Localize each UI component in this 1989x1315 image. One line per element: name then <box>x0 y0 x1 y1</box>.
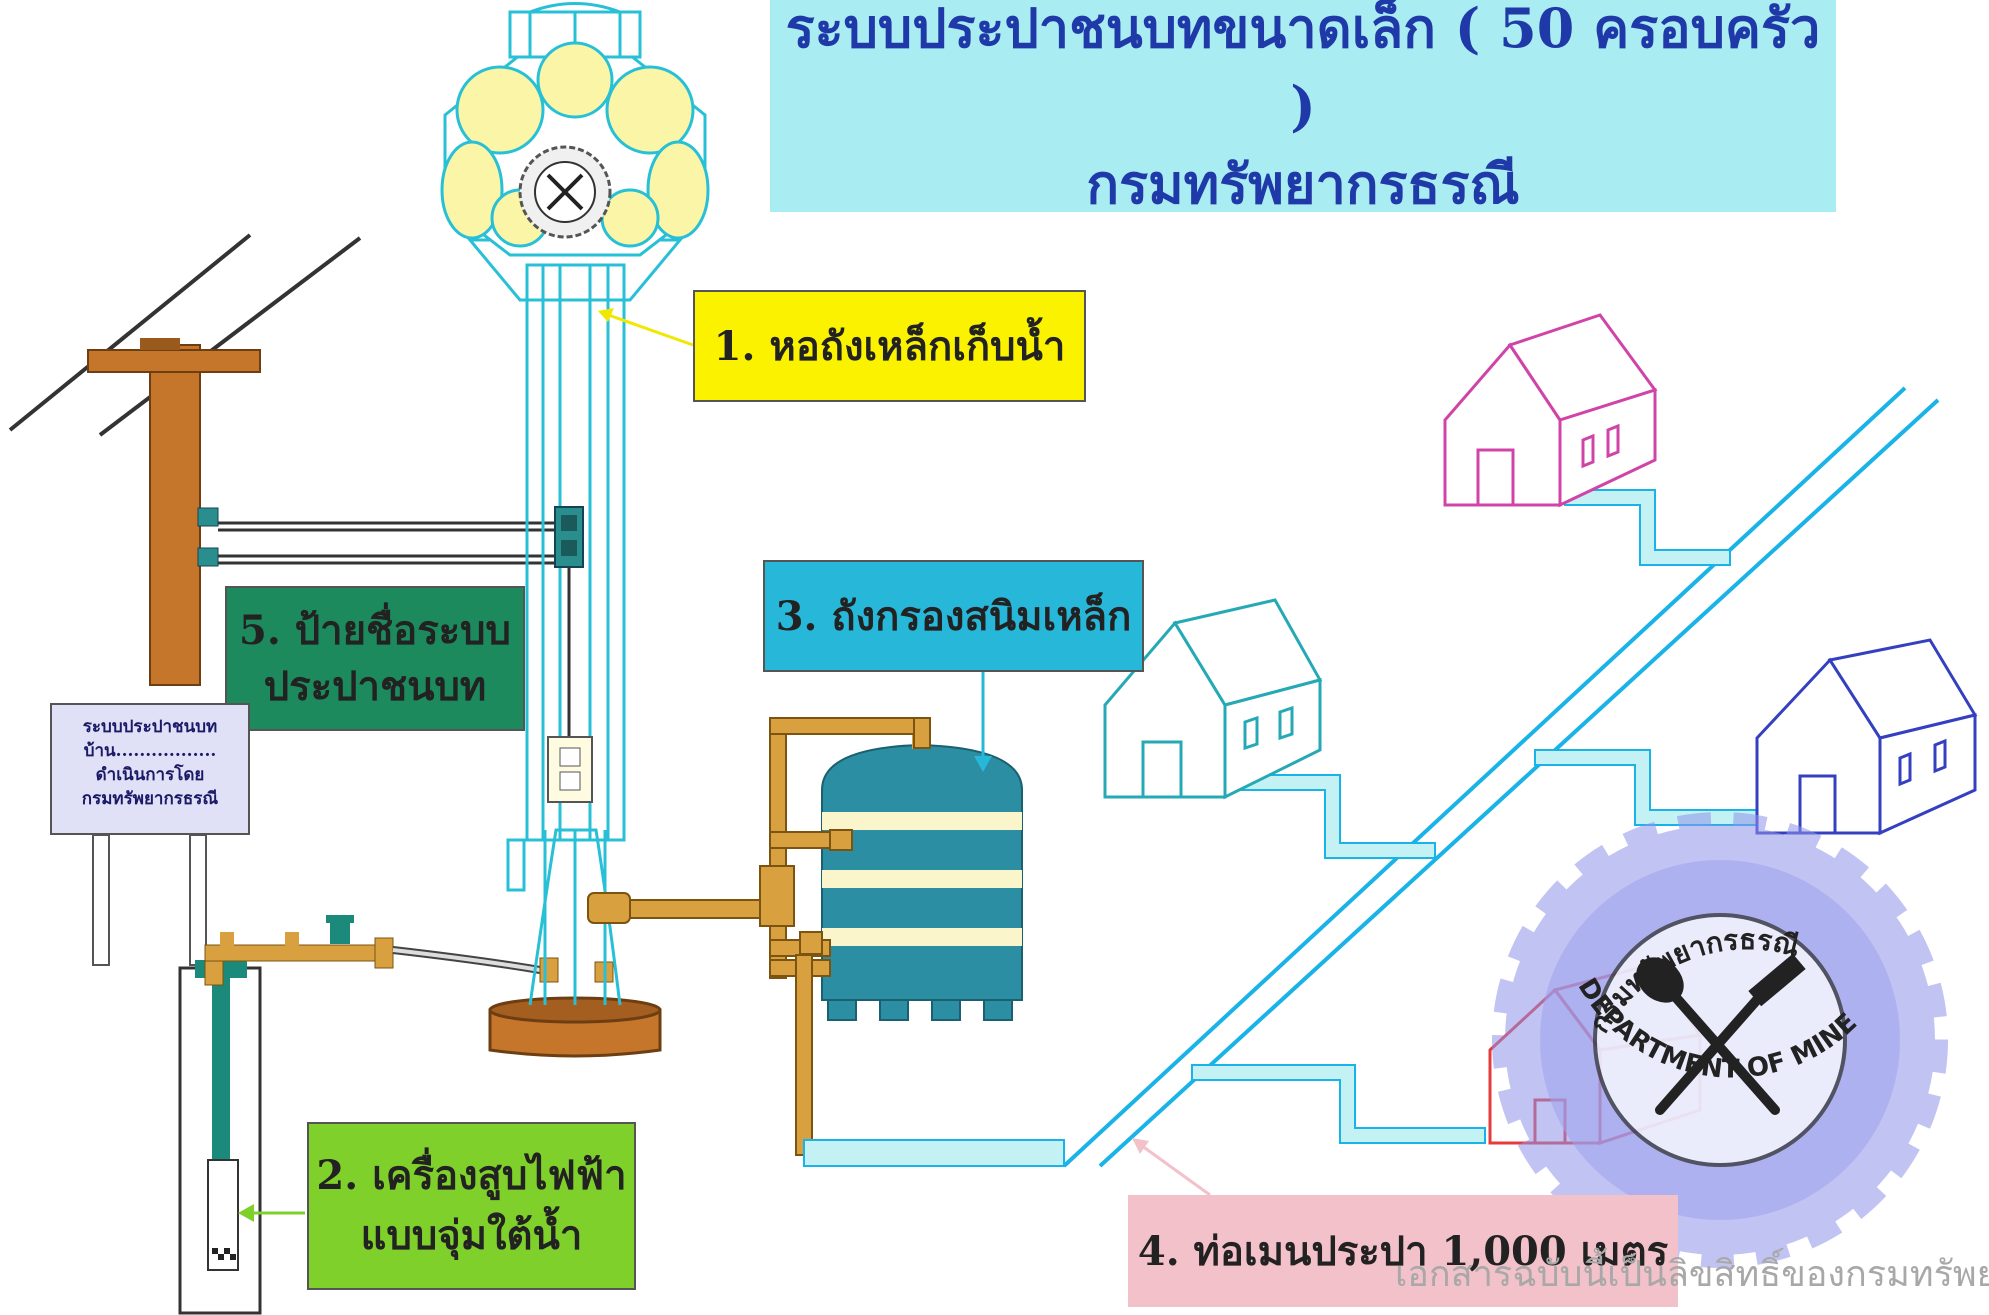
signboard-line-4: กรมทรัพยากรธรณี <box>81 789 219 809</box>
title-line-2: กรมทรัพยากรธรณี <box>1086 152 1520 216</box>
main-pipe-pointer-arrow <box>1137 1141 1211 1197</box>
filter-piping <box>759 717 931 1156</box>
house-cyan <box>1103 598 1323 800</box>
main-pipe-arrow-head <box>1132 1138 1149 1154</box>
label-main-pipe: 4. ท่อเมนประปา 1,000 เมตร <box>1128 1195 1678 1307</box>
filter-arrow-head <box>974 756 992 772</box>
hammer-shovel-icon <box>1655 980 1780 1115</box>
label-water-tower: 1. หอถังเหล็กเก็บน้ำ <box>693 290 1086 402</box>
signboard-line-2: บ้าน................. <box>83 741 217 761</box>
label-filter-tank: 3. ถังกรองสนิมเหล็ก <box>763 560 1144 672</box>
main-water-pipe <box>803 386 1940 1168</box>
label-pump-line-1: 2. เครื่องสูบไฟฟ้า <box>316 1152 627 1199</box>
discharge-pipe <box>204 915 614 986</box>
label-signboard-line-1: 5. ป้ายชื่อระบบ <box>239 606 511 654</box>
label-submersible-pump: 2. เครื่องสูบไฟฟ้า แบบจุ่มใต้น้ำ <box>307 1122 636 1290</box>
tower-electrical-panel <box>506 506 593 892</box>
power-lines <box>8 233 362 437</box>
branch-pipes <box>1191 489 1758 1144</box>
copyright-watermark: เอกสารฉบับนี้เป็นลิขสิทธิ์ของกรมทรัพยากร… <box>1395 1254 1989 1295</box>
pump-intake <box>212 1248 236 1260</box>
well-casing <box>178 960 262 1315</box>
filter-tank <box>821 735 1023 1021</box>
signboard-line-1: ระบบประปาชนบท <box>82 717 218 737</box>
house-magenta <box>1443 313 1658 508</box>
tower-bulbs <box>440 41 710 248</box>
label-filter-tank-text: 3. ถังกรองสนิมเหล็ก <box>775 593 1132 640</box>
tower-outlet-pipe <box>587 892 771 924</box>
label-water-tower-text: 1. หอถังเหล็กเก็บน้ำ <box>713 323 1066 370</box>
diagram-title: ระบบประปาชนบทขนาดเล็ก ( 50 ครอบครัว ) กร… <box>770 0 1836 216</box>
label-pump-line-2: แบบจุ่มใต้น้ำ <box>360 1212 583 1259</box>
label-main-pipe-text: 4. ท่อเมนประปา 1,000 เมตร <box>1137 1228 1669 1275</box>
utility-pole <box>87 338 261 686</box>
title-line-1: ระบบประปาชนบทขนาดเล็ก ( 50 ครอบครัว ) <box>785 0 1821 138</box>
system-signboard: ระบบประปาชนบท บ้าน................. ดำเน… <box>50 703 250 835</box>
house-blue <box>1755 638 1978 836</box>
pump-arrow-head <box>238 1204 254 1222</box>
tower-arrow-head <box>598 308 614 322</box>
signboard-posts <box>92 834 207 966</box>
signboard-line-3: ดำเนินการโดย <box>95 765 205 785</box>
tower-emblem <box>518 145 612 239</box>
tower-pointer-arrow <box>599 310 694 347</box>
electric-wires <box>218 521 560 565</box>
label-signboard-line-2: ประปาชนบท <box>263 662 487 710</box>
label-signboard: 5. ป้ายชื่อระบบ ประปาชนบท <box>225 586 525 731</box>
